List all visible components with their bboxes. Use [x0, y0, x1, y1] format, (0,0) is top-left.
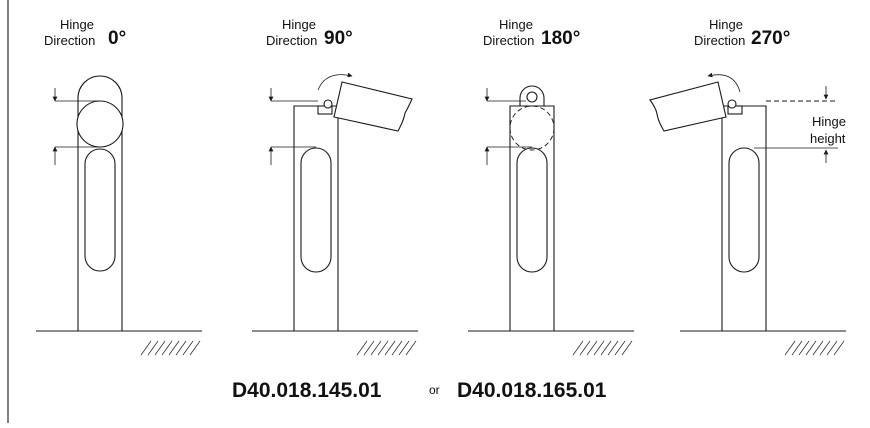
panel-0-direction-label: Direction	[44, 33, 95, 48]
panel-180-dashed-circle	[509, 105, 555, 151]
part-numbers: D40.018.145.01 or D40.018.165.01	[232, 379, 607, 402]
panel-0-hinge-circle	[76, 100, 124, 148]
panel-270-ground-hatch	[784, 340, 845, 356]
panel-90-hinge-pin	[323, 99, 333, 109]
panel-180-degrees: Hinge Direction 180°	[468, 17, 634, 356]
panel-0-post	[77, 75, 123, 331]
panel-180-hinge-pin	[526, 91, 538, 103]
panel-270-hinge-pin	[727, 99, 737, 109]
panel-0-degrees: Hinge Direction 0°	[36, 17, 202, 356]
panel-90-degrees: Hinge Direction 90°	[252, 17, 418, 356]
panel-180-direction-label: Direction	[483, 33, 534, 48]
panel-180-slot	[516, 147, 548, 273]
panel-90-angle: 90°	[324, 28, 353, 49]
panel-180-ground-hatch	[572, 340, 633, 356]
panel-270-rotation-arrow	[707, 72, 741, 93]
panel-270-post	[721, 105, 767, 331]
panel-270-direction-label: Direction	[694, 33, 745, 48]
panel-90-direction-label: Direction	[266, 33, 317, 48]
part-number-first: D40.018.145.01	[232, 379, 382, 402]
panel-90-slot	[300, 147, 332, 273]
panel-90-post	[293, 105, 339, 331]
panel-180-hinge-label: Hinge	[499, 17, 533, 32]
hinge-height-label-line2: height	[810, 131, 846, 146]
panel-270-hinge-label: Hinge	[709, 17, 743, 32]
panel-270-angle: 270°	[751, 28, 790, 49]
panel-0-ground-hatch	[140, 340, 201, 356]
part-number-second: D40.018.165.01	[457, 379, 607, 402]
panel-180-post	[509, 105, 555, 331]
hinge-height-label-line1: Hinge	[812, 114, 846, 129]
panel-0-slot	[84, 148, 116, 272]
panel-180-angle: 180°	[541, 28, 580, 49]
panel-90-rotation-arrow	[317, 72, 353, 91]
panel-270-tilted-tube	[649, 81, 727, 132]
panel-90-tilted-tube	[333, 81, 413, 132]
panel-270-slot	[728, 147, 760, 273]
panel-180-hinge-loop	[519, 85, 545, 106]
panel-0-hinge-label: Hinge	[60, 17, 94, 32]
part-number-separator: or	[429, 383, 440, 397]
panel-90-hinge-label: Hinge	[282, 17, 316, 32]
panel-90-ground-hatch	[356, 340, 417, 356]
panel-270-degrees: Hinge Direction 270° Hinge height	[649, 17, 846, 356]
panel-0-angle: 0°	[108, 28, 126, 49]
